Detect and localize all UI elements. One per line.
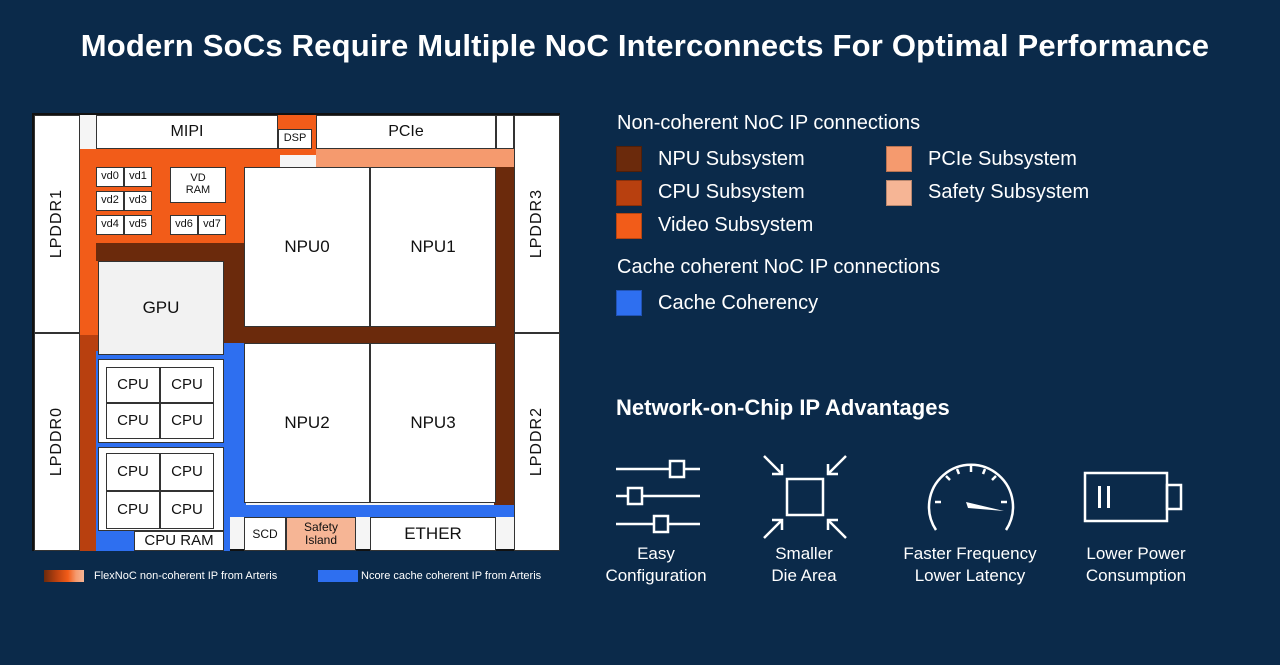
legend-label-video: Video Subsystem [658, 214, 814, 236]
legend-label-npu: NPU Subsystem [658, 148, 805, 170]
vd6-block: vd6 [170, 215, 198, 235]
vd5-block: vd5 [124, 215, 152, 235]
vd1-block: vd1 [124, 167, 152, 187]
legend-swatch-video [616, 213, 642, 239]
dsp-block: DSP [278, 129, 312, 149]
gpu-block: GPU [98, 261, 224, 355]
safety-island-block: Safety Island [286, 517, 356, 551]
pcie-block: PCIe [316, 115, 496, 149]
soc-diagram: MIPI DSP PCIe LPDDR1 LPDDR0 LPDDR3 LPDDR… [32, 113, 560, 551]
vd2-block: vd2 [96, 191, 124, 211]
pcie-corner-block [496, 115, 514, 149]
legend-swatch-coherency [616, 290, 642, 316]
coherent-noc-vertical [224, 343, 246, 515]
npu3-block: NPU3 [370, 343, 496, 503]
lpddr0-block: LPDDR0 [34, 333, 80, 551]
lpddr3-block: LPDDR3 [514, 115, 560, 333]
advantage-label-die-area: Smaller Die Area [771, 544, 837, 585]
cpu-noc-left-bar [80, 335, 98, 551]
legend-swatch-cpu [616, 180, 642, 206]
advantage-label-frequency: Faster Frequency Lower Latency [903, 544, 1037, 585]
noncoherent-footer-swatch [44, 570, 84, 582]
legend-label-coherency: Cache Coherency [658, 292, 819, 314]
lpddr2-block: LPDDR2 [514, 333, 560, 551]
npu-noc-right-bar [494, 167, 514, 507]
vd-ram-block: VD RAM [170, 167, 226, 203]
cpu-core: CPU [160, 453, 214, 491]
cpu-core: CPU [106, 491, 160, 529]
vd7-block: vd7 [198, 215, 226, 235]
cpu-core: CPU [160, 403, 214, 439]
sliders-icon [616, 459, 700, 534]
coherent-heading: Cache coherent NoC IP connections [617, 256, 941, 278]
npu-noc-top-bar [96, 243, 246, 261]
coherent-footer-label: Ncore cache coherent IP from Arteris [361, 570, 542, 582]
cpu-ram-block: CPU RAM [134, 531, 224, 551]
advantage-label-power: Lower Power Consumption [1085, 544, 1187, 585]
ether-block: ETHER [370, 517, 496, 551]
lpddr1-block: LPDDR1 [34, 115, 80, 333]
cpu-core: CPU [160, 367, 214, 403]
coherent-footer-swatch [318, 570, 358, 582]
cpu-core: CPU [106, 453, 160, 491]
advantages-heading: Network-on-Chip IP Advantages [616, 395, 950, 420]
cpu-core: CPU [106, 367, 160, 403]
legend-label-pcie: PCIe Subsystem [928, 148, 1077, 170]
scd-block: SCD [244, 517, 286, 551]
mipi-block: MIPI [96, 115, 278, 149]
battery-icon [1083, 471, 1183, 523]
vd3-block: vd3 [124, 191, 152, 211]
page-title: Modern SoCs Require Multiple NoC Interco… [80, 28, 1210, 63]
vd0-block: vd0 [96, 167, 124, 187]
npu-noc-mid-bar [224, 323, 514, 343]
legend-label-safety: Safety Subsystem [928, 181, 1090, 203]
coherent-noc-bottom [224, 505, 514, 517]
vd4-block: vd4 [96, 215, 124, 235]
legend-label-cpu: CPU Subsystem [658, 181, 805, 203]
npu1-block: NPU1 [370, 167, 496, 327]
noncoherent-heading: Non-coherent NoC IP connections [617, 112, 921, 134]
pcie-noc-strip [316, 149, 514, 167]
cpu-core: CPU [160, 491, 214, 529]
npu-noc-left-bar [224, 243, 246, 343]
shrink-arrows-icon [763, 455, 847, 539]
legend-swatch-pcie [886, 146, 912, 172]
advantage-label-easy: Easy Configuration [605, 544, 707, 585]
npu2-block: NPU2 [244, 343, 370, 503]
legend-swatch-safety [886, 180, 912, 206]
speedometer-icon [927, 463, 1015, 531]
npu0-block: NPU0 [244, 167, 370, 327]
legend-swatch-npu [616, 146, 642, 172]
noncoherent-footer-label: FlexNoC non-coherent IP from Arteris [94, 570, 278, 582]
cpu-core: CPU [106, 403, 160, 439]
